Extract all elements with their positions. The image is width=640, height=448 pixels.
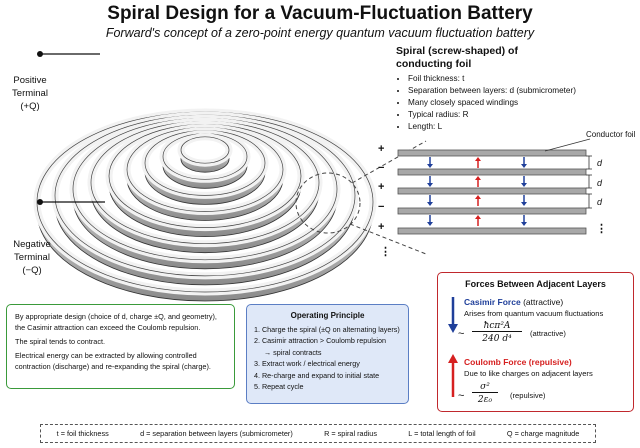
casimir-arrowhead [448,324,458,333]
gap-label: d [597,178,603,188]
layer-sign: + [378,143,385,155]
gap-dimensions [586,155,592,209]
layer-sign: − [378,162,385,174]
step-item: → spiral contracts [264,347,322,357]
negative-terminal-line1: Negative [13,239,51,250]
legend-item: L = total length of foil [408,429,476,438]
spiral-heading-line1: Spiral (screw-shaped) of [396,45,518,57]
coulomb-desc: Due to like charges on adjacent layers [464,369,593,378]
gap-label: d [597,197,603,207]
casimir-desc: Arises from quantum vacuum fluctuations [464,309,604,318]
prop-item: Typical radius: R [408,109,626,121]
coulomb-title: Coulomb Force (repulsive) [464,357,572,367]
layer-sign: + [378,181,385,193]
positive-lead-dot [37,51,43,57]
symbol-legend: t = foil thickness d = separation betwee… [40,424,596,443]
casimir-title: Casimir Force (attractive) [464,297,563,307]
positive-terminal-charge: (+Q) [20,101,40,112]
negative-terminal-charge: (−Q) [22,265,42,276]
foil-spiral [33,108,377,302]
operating-principle-heading: Operating Principle [290,311,365,320]
prop-item: Separation between layers: d (submicrome… [408,85,626,97]
layer-stack [397,138,592,235]
forces-box: Forces Between Adjacent Layers Casimir F… [437,272,634,412]
operating-principle-box: Operating Principle 1. Charge the spiral… [246,304,409,404]
coulomb-kind: (repulsive) [528,357,572,367]
design-note-box: By appropriate design (choice of d, char… [6,304,235,389]
zoom-line-top [351,140,427,184]
casimir-tag: (attractive) [530,329,566,338]
foil-layer [397,149,587,157]
foil-ring-edge [180,136,230,164]
coulomb-tag: (repulsive) [510,391,546,400]
casimir-arrows [427,157,527,226]
foil-layer [397,227,587,235]
spiral-diagram [33,51,592,302]
casimir-name: Casimir Force [464,297,521,307]
step-item: 2. Casimir attraction > Coulomb repulsio… [254,336,387,345]
design-note: The spiral tends to contract. [15,337,106,346]
conductor-foil-label: Conductor foil [586,130,636,139]
gap-label: d [597,158,603,168]
spiral-heading-line2: conducting foil [396,58,472,70]
more-layers-dots: ⋮ [596,223,607,235]
coulomb-arrowhead [448,354,458,363]
force-arrows [448,297,458,397]
legend-item: d = separation between layers (submicrom… [140,429,293,438]
positive-terminal-line2: Terminal [12,88,48,99]
coulomb-arrows [475,157,481,226]
layer-sign: + [378,221,385,233]
layer-sign: − [378,201,385,213]
casimir-kind: (attractive) [523,297,564,307]
foil-layer [397,168,587,176]
spiral-properties: Foil thickness: t Separation between lay… [396,73,626,133]
step-item: 4. Re-charge and expand to initial state [254,370,380,380]
coulomb-tilde: ~ [458,390,465,402]
legend-item: Q = charge magnitude [506,429,580,438]
positive-terminal-label: Positive Terminal (+Q) [6,74,54,113]
prop-item: Length: L [408,121,626,133]
zoom-circle [295,172,361,234]
foil-layer [397,187,587,195]
step-item: 5. Repeat cycle [254,382,304,391]
casimir-denominator: 240 d⁴ [482,334,512,344]
page-title: Spiral Design for a Vacuum-Fluctuation B… [107,3,533,24]
layer-sign-more: ⋮ [380,246,391,258]
design-note: Electrical energy can be extracted by al… [15,351,211,371]
forces-heading: Forces Between Adjacent Layers [465,279,606,289]
foil-layer [397,207,587,215]
coulomb-name: Coulomb Force [464,357,527,367]
spiral-heading: Spiral (screw-shaped) of conducting foil [396,45,596,71]
negative-terminal-line2: Terminal [14,252,50,263]
casimir-numerator: ħcπ²A [472,321,522,332]
coulomb-denominator: 2ε₀ [477,395,493,405]
legend-item: R = spiral radius [324,429,377,438]
prop-item: Many closely spaced windings [408,97,626,109]
casimir-tilde: ~ [458,328,465,340]
page-subtitle: Forward's concept of a zero-point energy… [105,26,535,40]
legend-item: t = foil thickness [56,429,109,438]
step-item: 1. Charge the spiral (±Q on alternating … [254,324,400,334]
coulomb-numerator: σ² [472,382,498,393]
step-item: 3. Extract work / electrical energy [254,359,360,368]
negative-lead-dot [37,199,43,205]
positive-terminal-line1: Positive [13,75,47,86]
prop-item: Foil thickness: t [408,73,626,85]
negative-terminal-label: Negative Terminal (−Q) [6,238,58,277]
conductor-foil-pointer [544,138,591,152]
design-note: By appropriate design (choice of d, char… [15,312,217,332]
